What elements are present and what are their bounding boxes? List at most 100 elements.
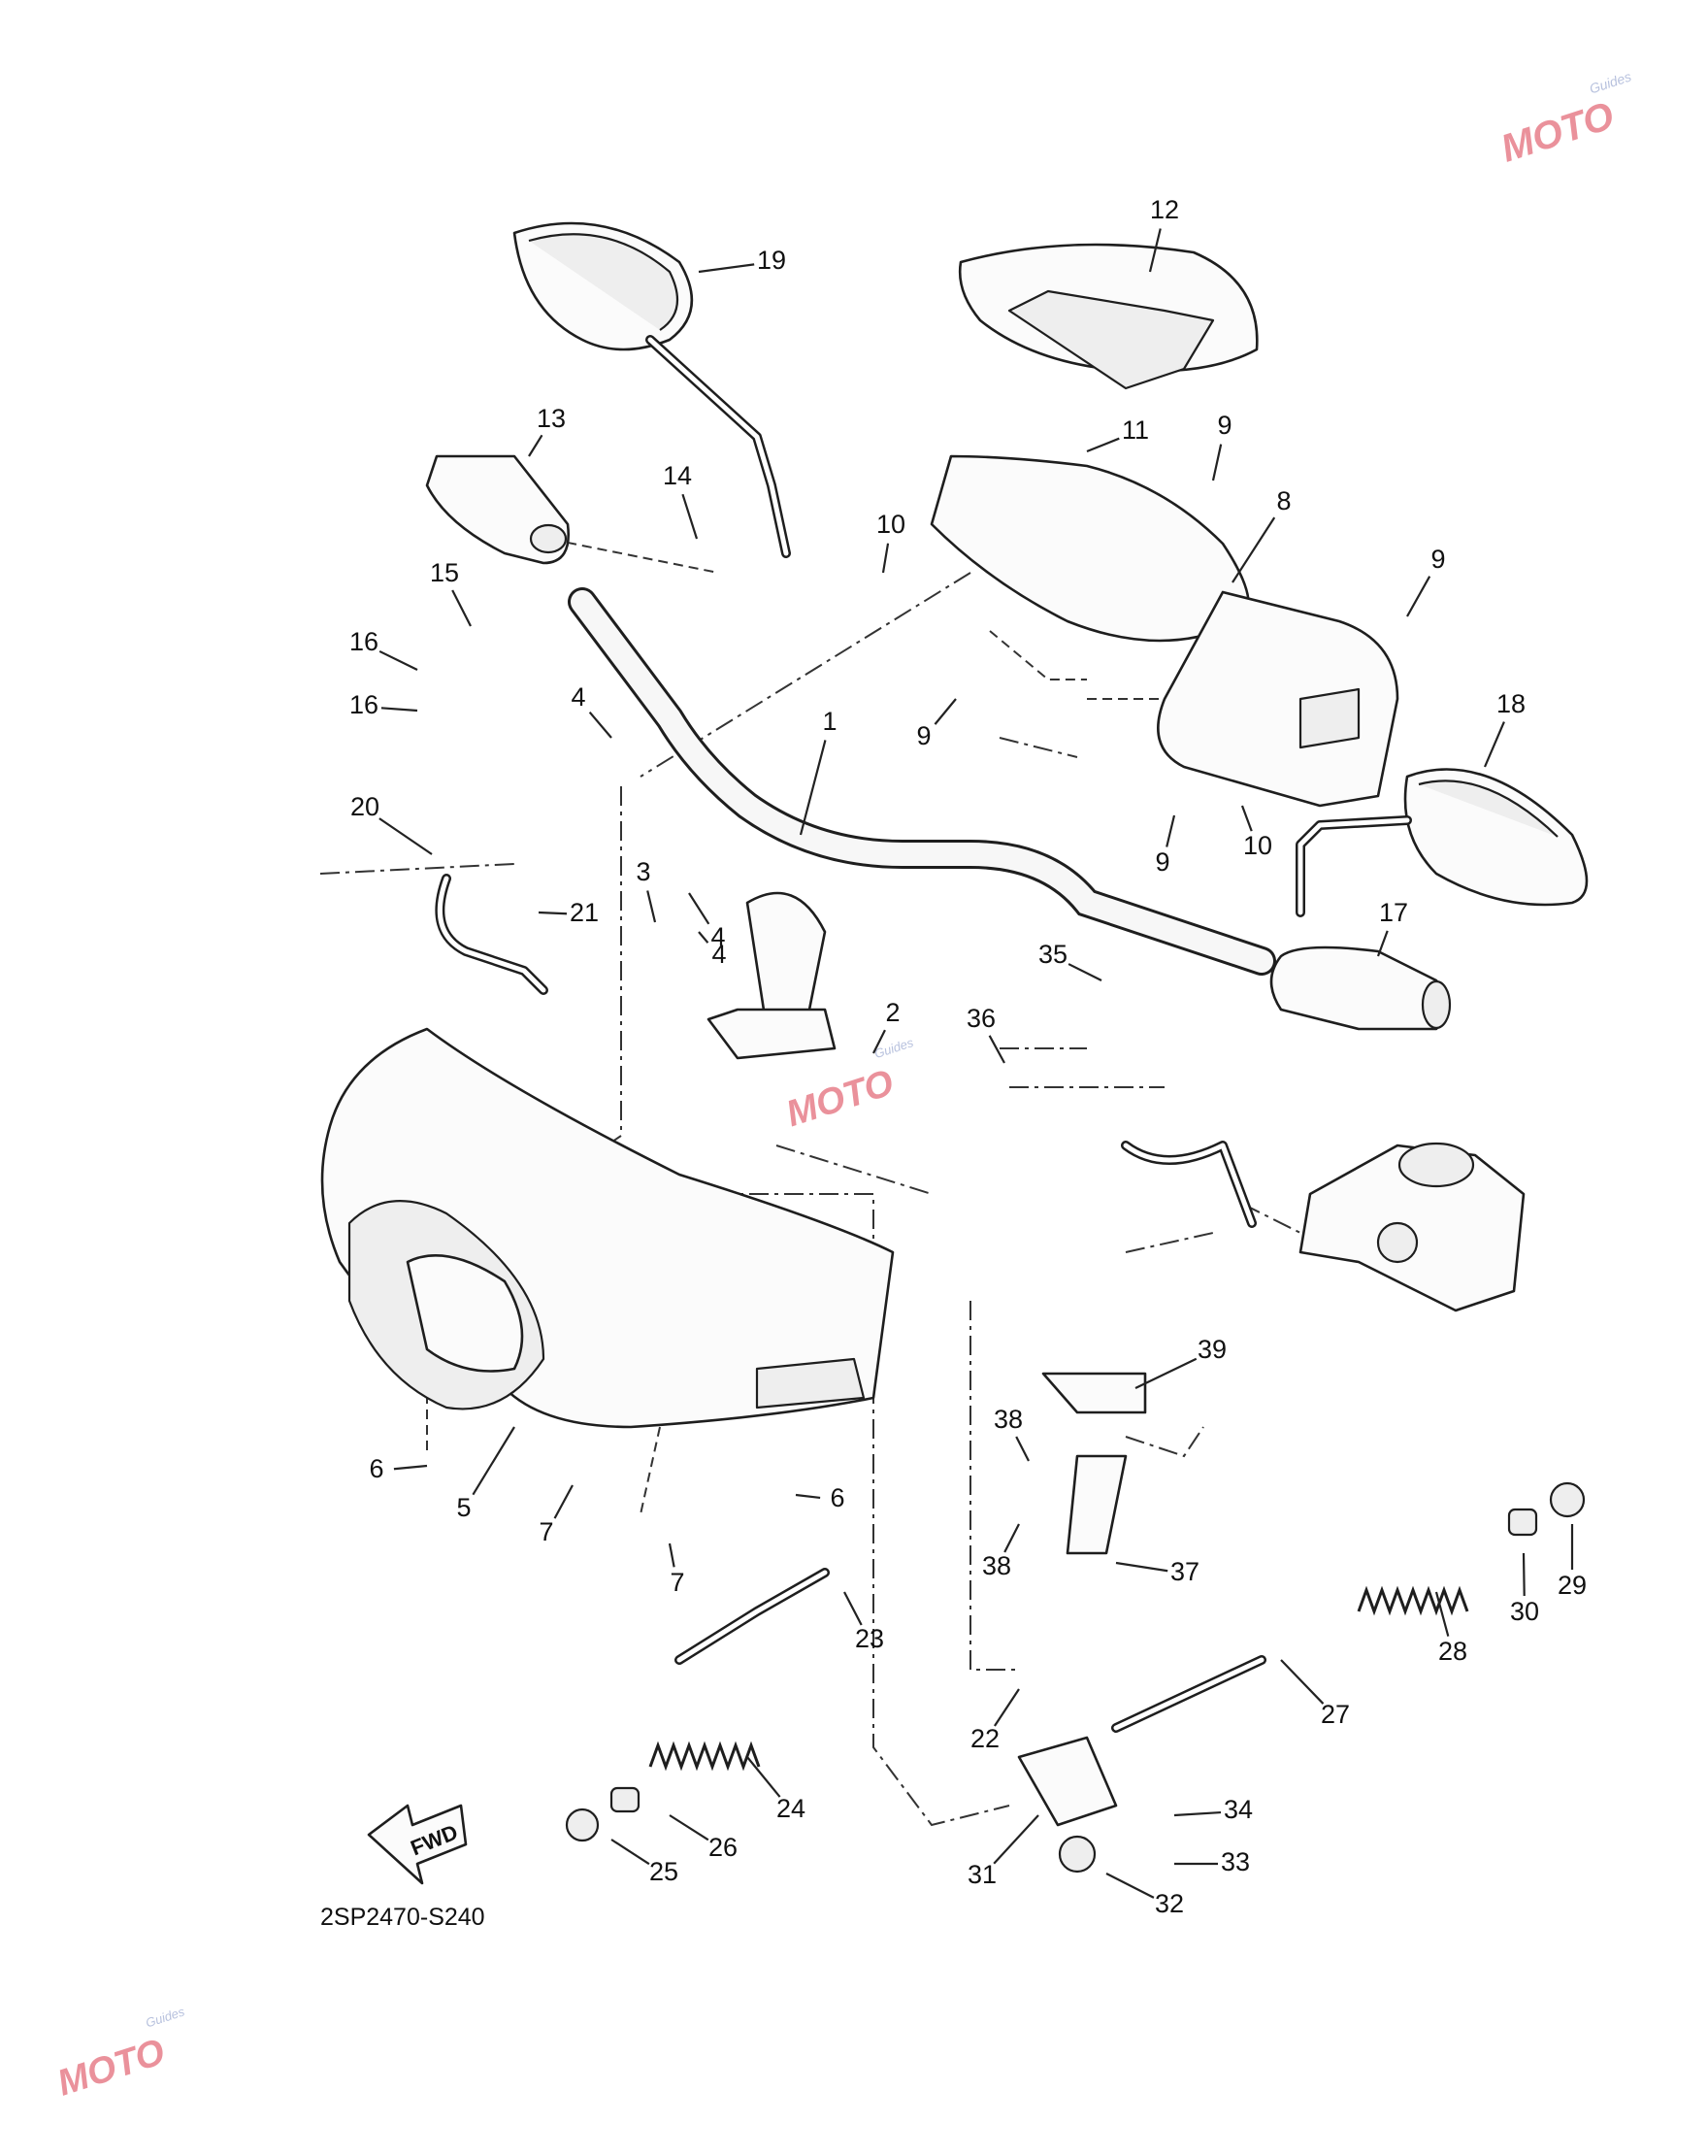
callout-leader-line [553,1484,574,1519]
callout-23: 23 [843,1591,884,1653]
watermark-logo-top: MOTO Guides [1495,69,1632,171]
callout-6: 6 [795,1483,845,1512]
callout-leader-line [646,890,657,923]
callout-9: 9 [916,698,957,750]
callout-14: 14 [663,461,699,540]
callout-leader-line [993,1814,1039,1865]
callout-24: 24 [746,1756,805,1823]
callout-number: 32 [1155,1889,1184,1918]
callout-leader-line [451,589,472,627]
callout-number: 37 [1170,1557,1199,1586]
callout-number: 1 [822,707,837,736]
front-cover-part-5 [320,1027,895,1429]
bracket-parts [1017,1372,1147,1874]
callout-13: 13 [528,404,566,457]
callout-leader-line [1211,444,1223,481]
callout-18: 18 [1483,689,1526,768]
callout-leader-line [1280,1659,1325,1705]
callout-number: 35 [1038,940,1068,969]
callout-leader-line [872,1029,886,1054]
callout-2: 2 [872,998,901,1054]
callout-number: 26 [708,1833,738,1862]
callout-8: 8 [1232,486,1292,583]
callout-leader-line [698,931,709,944]
grip-left-part-13 [425,454,571,565]
callout-leader-line [528,434,543,457]
callout-leader-line [472,1426,515,1496]
callout-leader-line [610,1839,650,1866]
callout-number: 3 [636,857,650,886]
callout-number: 4 [571,682,585,712]
callout-number: 24 [776,1794,805,1823]
diagram-code: 2SP2470-S240 [320,1904,485,1931]
callout-number: 6 [369,1454,383,1483]
callout-38: 38 [994,1405,1030,1462]
callout-number: 9 [1217,411,1232,440]
callout-27: 27 [1280,1659,1350,1729]
callout-4: 4 [688,892,726,951]
callout-number: 15 [430,558,459,587]
callout-21: 21 [538,898,599,927]
callout-number: 5 [456,1493,471,1522]
callout-number: 9 [1430,545,1445,574]
callout-7: 7 [668,1542,685,1597]
callout-number: 33 [1221,1847,1250,1876]
callout-leader-line [1015,1436,1030,1462]
callout-leader-line [1522,1552,1526,1597]
callout-6: 6 [369,1454,428,1483]
callout-5: 5 [456,1426,515,1522]
callout-number: 38 [994,1405,1023,1434]
grip-right-part-17 [1269,945,1452,1031]
callout-leader-line [588,712,612,739]
callout-leader-line [795,1493,821,1500]
callout-number: 22 [970,1724,1000,1753]
callout-number: 10 [876,510,905,539]
callout-number: 10 [1243,831,1272,860]
callout-17: 17 [1376,898,1408,957]
callout-number: 8 [1276,486,1291,515]
callout-30: 30 [1510,1552,1539,1626]
handlebar-cover-part-8 [930,454,1399,808]
carburetor [1298,1142,1526,1312]
callout-number: 9 [916,721,931,750]
callout-number: 27 [1321,1700,1350,1729]
cable-parts [435,874,1266,1733]
callout-number: 19 [757,246,786,275]
callout-31: 31 [968,1814,1039,1889]
callout-number: 14 [663,461,692,490]
callout-19: 19 [698,246,786,275]
callout-12: 12 [1148,195,1179,273]
callout-number: 4 [710,922,725,951]
callout-leader-line [881,543,890,574]
handlebar-part-1 [568,587,1276,1060]
callout-leader-line [1105,1873,1155,1899]
callout-22: 22 [970,1688,1020,1753]
callout-leader-line [1434,1591,1450,1637]
watermark-sub-bottom: Guides [144,2004,186,2030]
callout-leader-line [843,1591,863,1626]
watermark-logo-bottom: MOTO Guides [52,2004,186,2104]
callout-32: 32 [1105,1873,1184,1918]
callout-leader-line [994,1688,1020,1727]
callout-number: 7 [539,1517,553,1546]
callout-leader-line [380,707,418,713]
callout-number: 16 [349,627,378,656]
callout-15: 15 [430,558,472,627]
callout-leader-line [1148,228,1162,273]
callout-9: 9 [1211,411,1232,481]
callout-37: 37 [1115,1557,1199,1586]
callout-number: 16 [349,690,378,719]
callout-9: 9 [1406,545,1446,617]
callout-leader-line [668,1542,675,1568]
callout-leader-line [698,263,755,274]
callout-leader-line [1003,1523,1020,1553]
watermark-sub-center: Guides [872,1035,915,1061]
callout-10: 10 [876,510,905,574]
callout-leader-line [1376,930,1389,957]
callout-number: 4 [711,940,726,969]
callout-number: 11 [1122,415,1149,445]
callout-20: 20 [350,792,433,855]
callout-number: 21 [570,898,599,927]
callout-leader-line [799,740,827,836]
